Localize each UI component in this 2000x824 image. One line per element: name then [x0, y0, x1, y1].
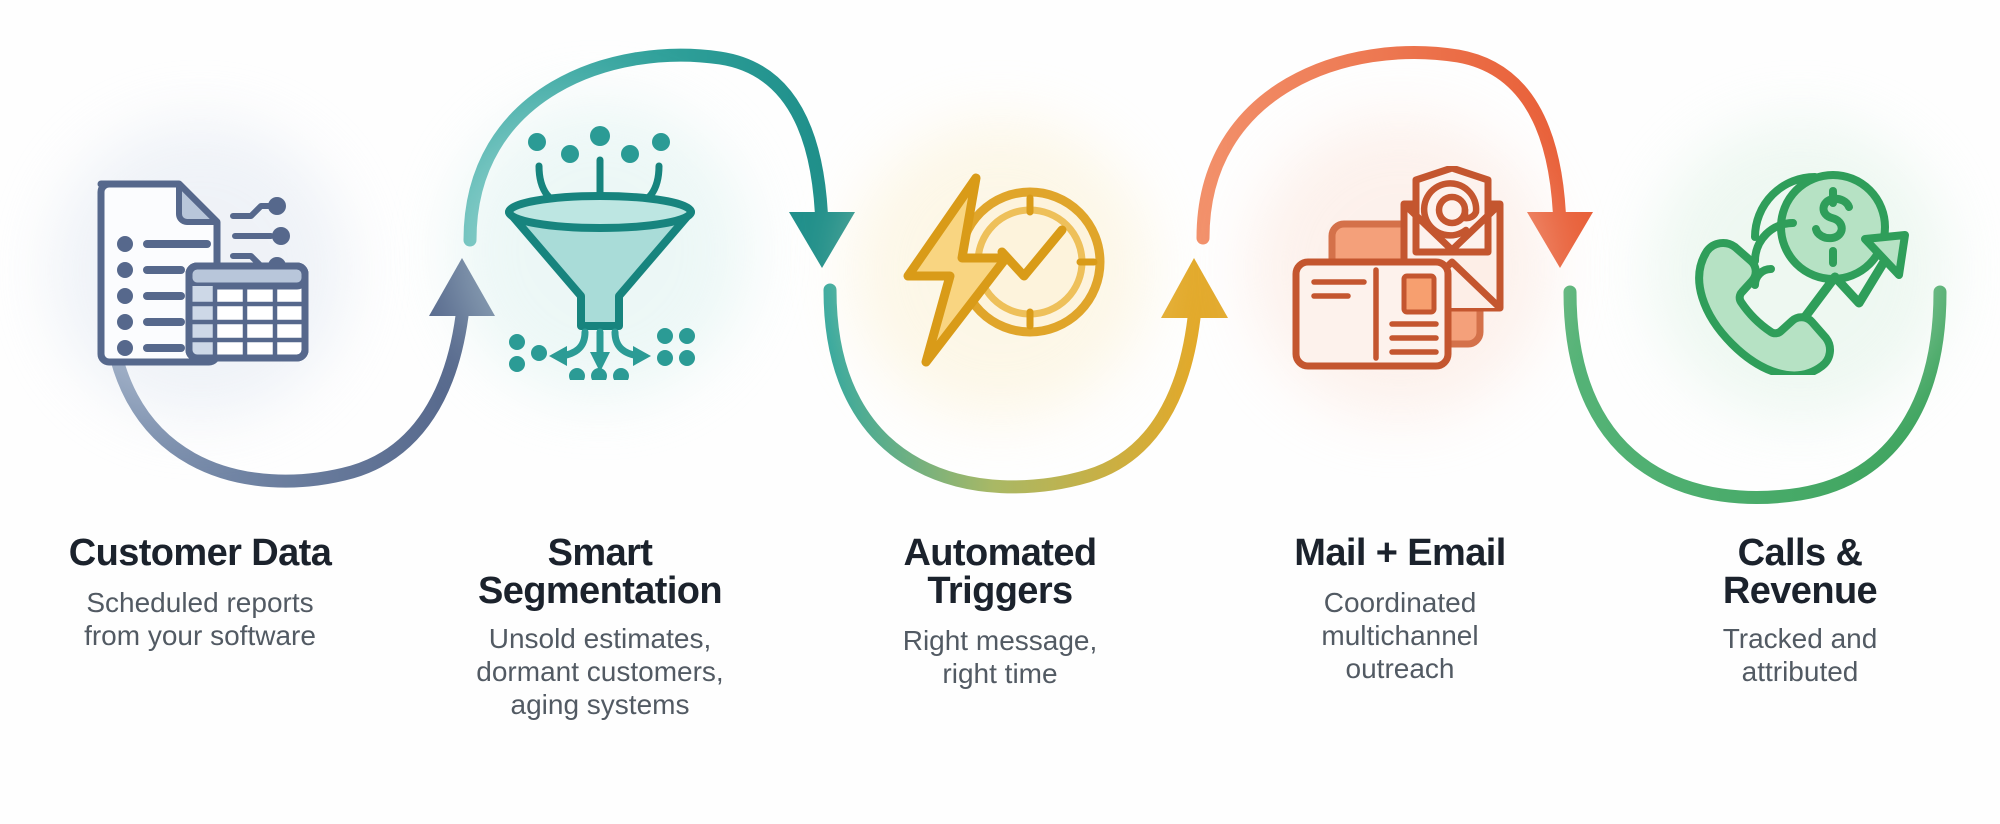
step-4-description: Coordinated multichannel outreach	[1200, 586, 1600, 685]
step-mail-email[interactable]: Mail + Email Coordinated multichannel ou…	[1200, 0, 1600, 824]
step-3-labels: Automated Triggers Right message, right …	[800, 534, 1200, 690]
step-5-title-line-2: Revenue	[1722, 570, 1878, 612]
step-1-icon-wrap	[50, 120, 350, 420]
step-4-desc-line-1: Coordinated	[1323, 587, 1477, 618]
step-4-icon-wrap	[1250, 118, 1550, 418]
step-5-labels: Calls & Revenue Tracked and attributed	[1600, 534, 2000, 688]
step-4-title: Mail + Email	[1294, 532, 1506, 574]
step-1-labels: Customer Data Scheduled reports from you…	[0, 534, 400, 652]
step-3-title-line-1: Automated	[903, 532, 1097, 574]
step-1-description: Scheduled reports from your software	[0, 586, 400, 652]
step-2-labels: Smart Segmentation Unsold estimates, dor…	[400, 534, 800, 721]
step-automated-triggers[interactable]: Automated Triggers Right message, right …	[800, 0, 1200, 824]
step-2-desc-line-1: Unsold estimates,	[488, 623, 712, 654]
phone-revenue-icon	[1694, 171, 1909, 375]
step-1-desc-line-2: from your software	[84, 620, 316, 652]
step-5-description: Tracked and attributed	[1600, 622, 2000, 688]
step-5-desc-line-1: Tracked and	[1722, 623, 1878, 654]
step-4-labels: Mail + Email Coordinated multichannel ou…	[1200, 534, 1600, 685]
step-2-desc-line-3: aging systems	[510, 689, 690, 721]
step-2-title-line-1: Smart	[547, 532, 653, 574]
step-2-description: Unsold estimates, dormant customers, agi…	[400, 622, 800, 721]
step-4-desc-line-3: outreach	[1345, 653, 1455, 685]
step-5-icon-wrap	[1650, 120, 1950, 420]
postcard-envelope-icon	[1292, 165, 1503, 369]
step-3-icon-wrap	[850, 120, 1150, 420]
step-5-title-line-1: Calls &	[1737, 532, 1863, 574]
step-3-description: Right message, right time	[800, 624, 1200, 690]
step-5-title: Calls & Revenue	[1600, 534, 2000, 610]
document-spreadsheet-icon	[97, 180, 309, 366]
step-2-title: Smart Segmentation	[400, 534, 800, 610]
funnel-segmentation-icon	[505, 126, 695, 380]
step-5-desc-line-2: attributed	[1741, 656, 1859, 688]
step-3-title-line-2: Triggers	[927, 570, 1073, 612]
step-2-icon-wrap	[450, 100, 750, 400]
step-3-title: Automated Triggers	[800, 534, 1200, 610]
step-3-desc-line-1: Right message,	[902, 625, 1098, 656]
step-calls-revenue[interactable]: Calls & Revenue Tracked and attributed	[1600, 0, 2000, 824]
step-2-desc-line-2: dormant customers,	[476, 656, 724, 688]
step-customer-data[interactable]: Customer Data Scheduled reports from you…	[0, 0, 400, 824]
step-1-desc-line-1: Scheduled reports	[86, 587, 314, 618]
step-4-desc-line-2: multichannel	[1321, 620, 1479, 652]
step-3-desc-line-2: right time	[942, 658, 1058, 690]
step-2-title-line-2: Segmentation	[477, 570, 723, 612]
step-smart-segmentation[interactable]: Smart Segmentation Unsold estimates, dor…	[400, 0, 800, 824]
step-1-title: Customer Data	[68, 532, 332, 574]
lightning-clock-icon	[903, 173, 1105, 367]
